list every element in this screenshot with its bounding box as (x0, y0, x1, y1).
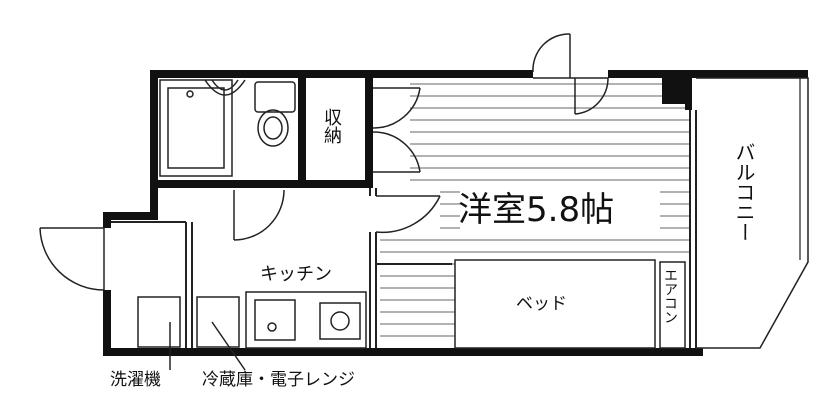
interior-walls (111, 110, 697, 348)
room-door (375, 195, 441, 234)
balcony (696, 77, 809, 349)
room-label-western: 洋室5.8帖 (458, 190, 615, 230)
bathtub (159, 79, 233, 177)
bed (454, 259, 656, 349)
aircon (659, 261, 686, 349)
fridge-space (196, 296, 246, 371)
room-label-storage: 収納 (321, 108, 342, 144)
fixture-label-bed: ベッド (516, 294, 567, 314)
room-label-kitchen: キッチン (260, 264, 332, 285)
caption-washer: 洗濯機 (110, 370, 161, 390)
fixture-label-aircon: エアコン (662, 268, 678, 324)
kitchen-counter (245, 291, 367, 349)
entrance-door (39, 227, 105, 291)
washer-space (137, 296, 181, 370)
window-door (532, 33, 609, 115)
toilet (254, 81, 296, 147)
washbasin (204, 79, 246, 96)
caption-fridge-microwave: 冷蔵庫・電子レンジ (202, 370, 355, 390)
bathroom-door (233, 189, 285, 241)
exterior-walls (103, 70, 808, 356)
storage-doors (372, 87, 421, 173)
room-label-balcony: バルコニー (732, 142, 756, 242)
floor-hatching (380, 83, 690, 337)
